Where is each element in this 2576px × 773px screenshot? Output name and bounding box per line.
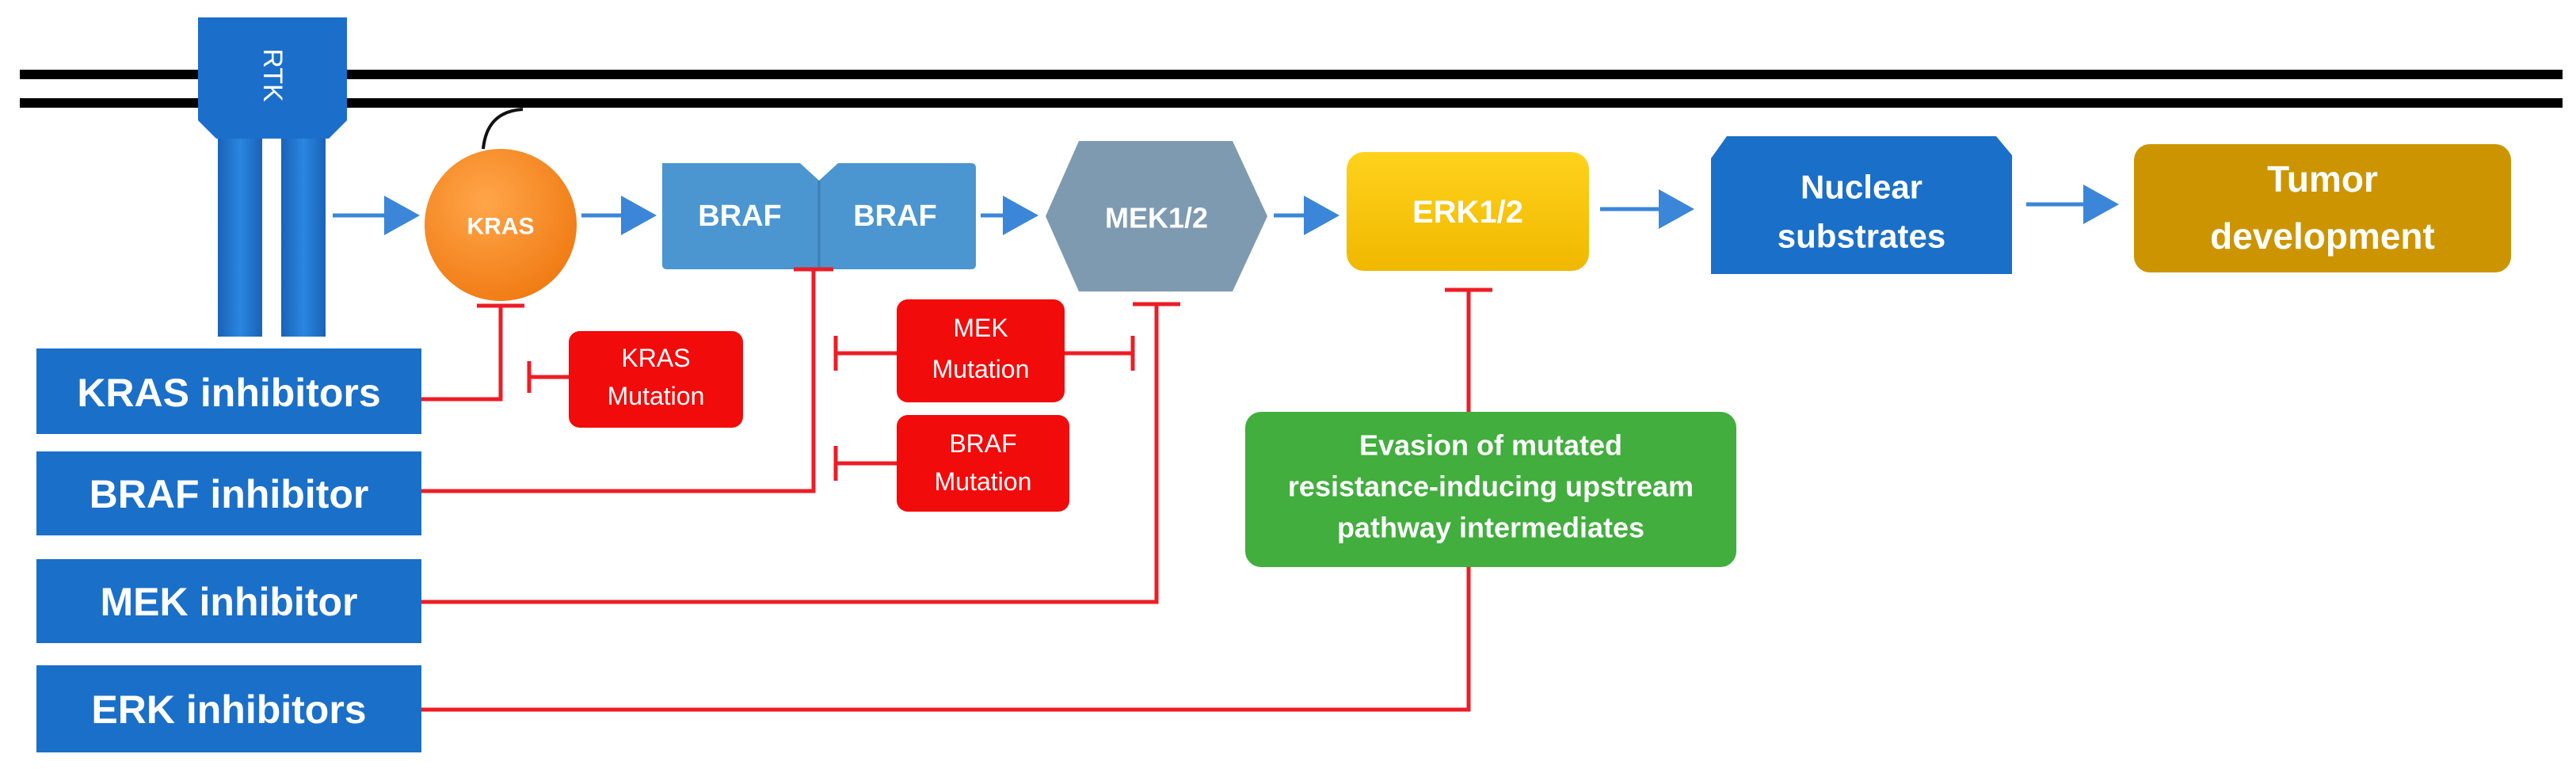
tumor-label-line1: Tumor bbox=[2267, 158, 2378, 200]
erk-node: ERK1/2 bbox=[1347, 152, 1589, 271]
rtk-receptor: RTK bbox=[198, 17, 347, 337]
tumor-label-line2: development bbox=[2210, 215, 2435, 257]
evasion-box: Evasion of mutated resistance-inducing u… bbox=[1245, 412, 1736, 567]
cell-membrane-outer bbox=[20, 70, 2563, 79]
mek-inhibitor-label: MEK inhibitor bbox=[101, 580, 358, 624]
braf-mutation-line1: BRAF bbox=[949, 429, 1016, 458]
kras-mutation-line2: Mutation bbox=[608, 382, 705, 410]
mek-inhibitor-box: MEK inhibitor bbox=[36, 559, 421, 643]
tumor-development-node: Tumor development bbox=[2134, 144, 2511, 272]
inhibit-line-mek bbox=[421, 304, 1159, 604]
braf-inhibitor-label: BRAF inhibitor bbox=[90, 472, 369, 516]
braf-mutation-line2: Mutation bbox=[935, 467, 1032, 496]
evasion-line1: Evasion of mutated bbox=[1359, 429, 1622, 462]
evasion-line3: pathway intermediates bbox=[1337, 512, 1644, 544]
activation-arrows bbox=[333, 185, 2119, 235]
erk-inhibitors-label: ERK inhibitors bbox=[91, 687, 366, 732]
kras-node: KRAS bbox=[425, 149, 577, 301]
kras-inhibitors-label: KRAS inhibitors bbox=[77, 371, 380, 415]
rtk-label: RTK bbox=[257, 48, 288, 102]
braf-right-label: BRAF bbox=[853, 200, 937, 233]
kras-membrane-anchor bbox=[482, 108, 524, 150]
braf-inhibitor-box: BRAF inhibitor bbox=[36, 451, 421, 535]
mek-mutation-line1: MEK bbox=[953, 314, 1008, 342]
evasion-line2: resistance-inducing upstream bbox=[1288, 470, 1694, 503]
erk-label: ERK1/2 bbox=[1412, 195, 1523, 230]
mek-mutation-line2: Mutation bbox=[932, 355, 1030, 383]
kras-label: KRAS bbox=[467, 214, 534, 240]
inhibit-line-erk-lower bbox=[421, 567, 1471, 712]
braf-left-label: BRAF bbox=[698, 200, 782, 233]
inhibit-line-kras bbox=[421, 306, 503, 402]
mek-mutation-box: MEK Mutation bbox=[897, 299, 1065, 402]
inhibit-line-braf bbox=[421, 269, 816, 493]
cell-membrane-inner bbox=[20, 98, 2563, 108]
nuclear-label-line1: Nuclear bbox=[1801, 169, 1922, 206]
nuclear-substrates-node: Nuclear substrates bbox=[1711, 136, 2012, 274]
inhibition-lines bbox=[421, 267, 1492, 712]
nuclear-label-line2: substrates bbox=[1778, 218, 1945, 255]
mek-node: MEK1/2 bbox=[1046, 141, 1267, 291]
kras-mutation-line1: KRAS bbox=[621, 344, 690, 372]
mek-label: MEK1/2 bbox=[1105, 202, 1208, 234]
kras-mutation-box: KRAS Mutation bbox=[569, 331, 743, 428]
braf-mutation-box: BRAF Mutation bbox=[897, 415, 1069, 512]
kras-inhibitors-box: KRAS inhibitors bbox=[36, 348, 421, 434]
erk-inhibitors-box: ERK inhibitors bbox=[36, 665, 421, 752]
braf-dimer-node: BRAF BRAF bbox=[662, 163, 976, 269]
